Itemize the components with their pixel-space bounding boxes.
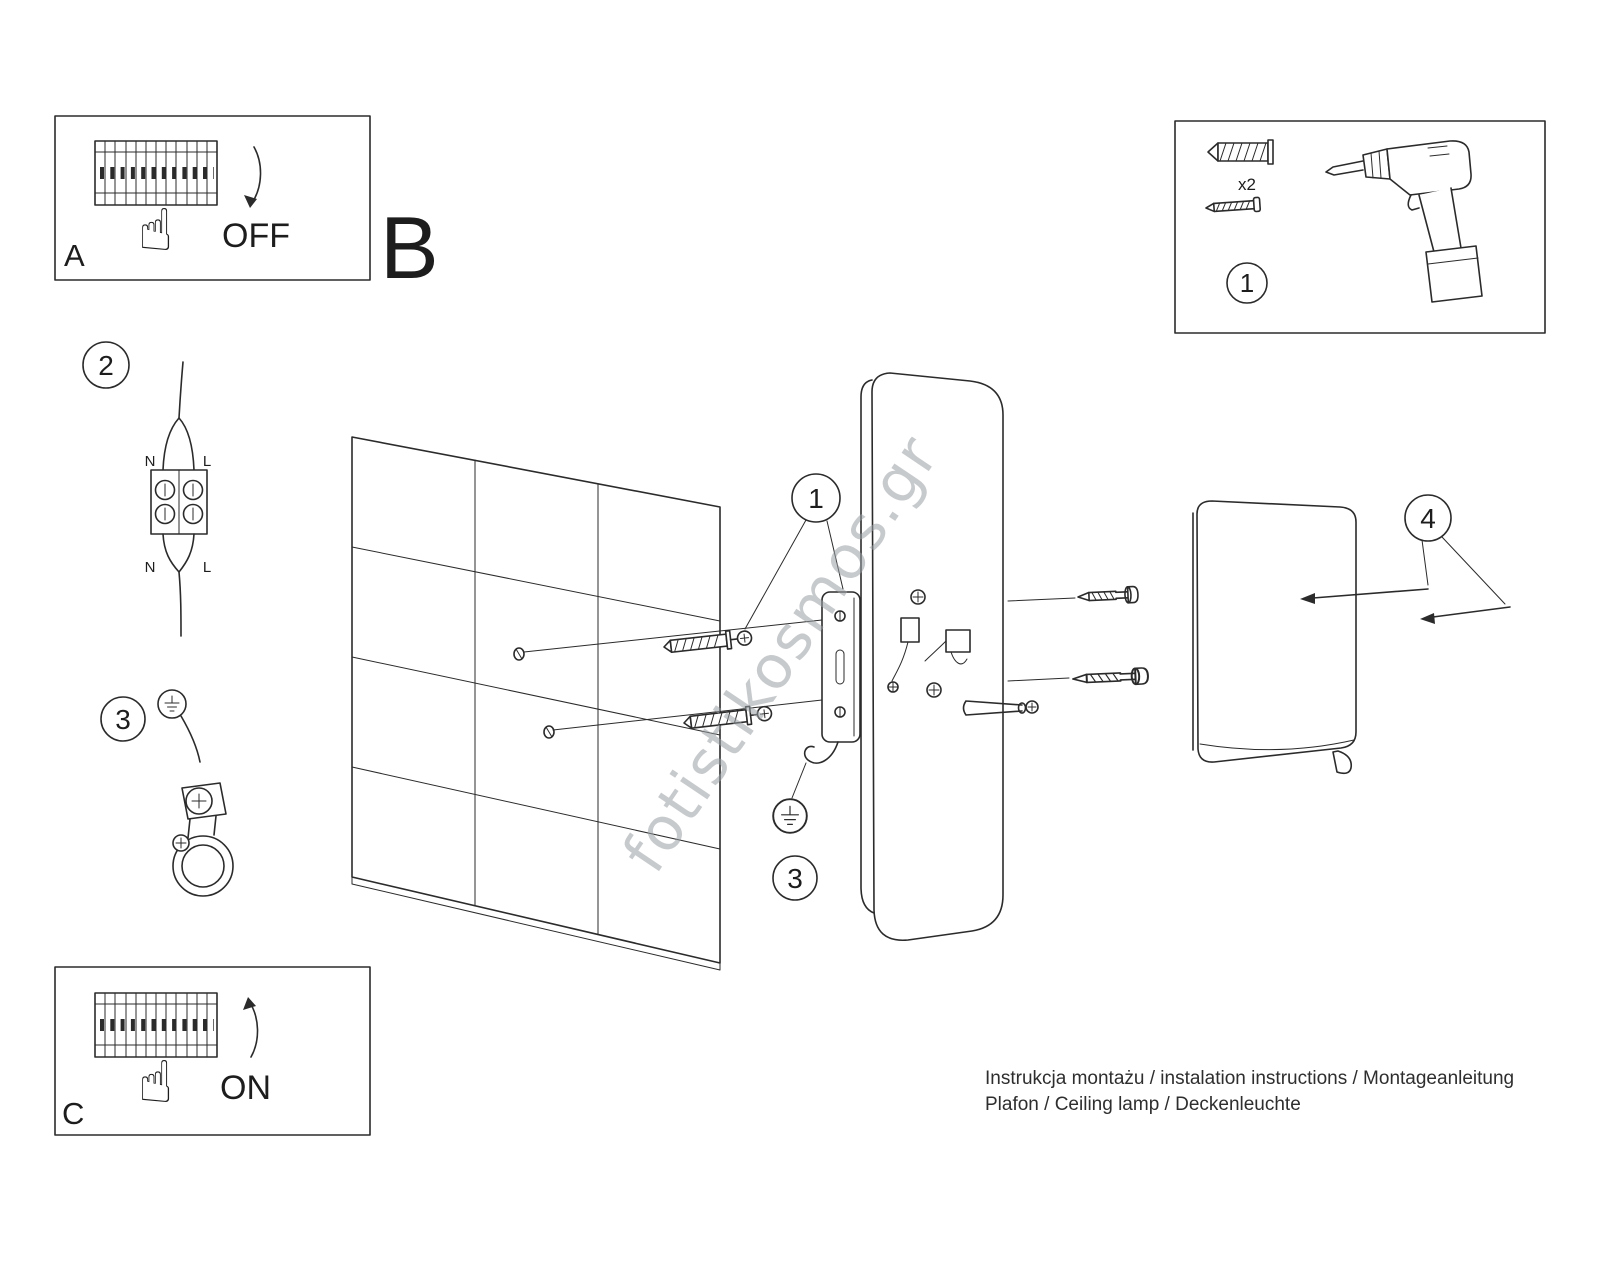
step2-wiring-diagram: 2 N L N L xyxy=(82,341,211,637)
mounting-bracket-drawing xyxy=(821,591,861,743)
footer-line-2: Plafon / Ceiling lamp / Deckenleuchte xyxy=(985,1094,1301,1115)
lamp-back-panel-drawing xyxy=(860,372,1039,941)
wire-label-l-bottom: L xyxy=(203,559,211,576)
mount-arrow-2 xyxy=(1420,606,1511,624)
earth-hook-wire xyxy=(803,741,839,764)
off-arrow-icon xyxy=(244,146,262,208)
lamp-shade-drawing xyxy=(1192,500,1357,775)
earth-wire xyxy=(180,715,201,763)
screw-axis-lines xyxy=(1007,597,1076,682)
earth-clamp-drawing xyxy=(172,782,234,897)
parts-box-step-number: 1 xyxy=(1240,268,1254,298)
callout-3-circle-left xyxy=(100,696,146,742)
screw-drawing xyxy=(1205,196,1262,213)
wire-merge-bottom xyxy=(162,533,195,573)
tiled-wall-drawing xyxy=(351,436,721,971)
wire-label-l-top: L xyxy=(203,453,211,470)
section-a-letter: A xyxy=(64,238,85,273)
callout-2-number: 2 xyxy=(98,350,114,381)
earth-leader xyxy=(791,762,807,799)
section-a-frame xyxy=(54,115,371,281)
exploded-view: 1 3 xyxy=(351,372,1511,971)
callout-2-circle xyxy=(82,341,130,389)
alignment-axis-lines xyxy=(523,619,823,731)
parts-box-step-circle xyxy=(1226,262,1268,304)
breaker-panel-drawing xyxy=(94,140,218,206)
earth-symbol-icon-main xyxy=(772,798,808,834)
on-label: ON xyxy=(220,1069,271,1107)
off-label: OFF xyxy=(222,217,290,255)
footer-line-1: Instrukcja montażu / instalation instruc… xyxy=(985,1068,1514,1089)
section-c-letter: C xyxy=(62,1096,84,1131)
drill-icon xyxy=(1325,140,1483,303)
wire-label-n-top: N xyxy=(145,453,156,470)
callout-1-leaders xyxy=(744,519,844,630)
fixing-pin-drawing xyxy=(962,700,1039,716)
section-b-letter: B xyxy=(380,198,439,297)
breaker-panel-drawing-c xyxy=(94,992,218,1058)
pointing-hand-icon: ☝ xyxy=(138,196,173,264)
parts-box: x2 1 xyxy=(1174,120,1546,334)
section-c-frame xyxy=(54,966,371,1136)
wall-plug-drawing xyxy=(1207,139,1274,165)
supply-wire-top xyxy=(178,361,184,419)
callout-1-circle xyxy=(791,473,841,523)
on-arrow-icon xyxy=(243,997,259,1058)
wire-label-n-bottom: N xyxy=(145,559,156,576)
wall-hole-marks xyxy=(513,647,555,739)
wire-split-top xyxy=(162,417,195,471)
fixing-screw-1 xyxy=(1077,585,1139,604)
section-c-power-on: ☝ ON C xyxy=(54,966,371,1136)
parts-box-frame xyxy=(1174,120,1546,334)
callout-3-circle-main xyxy=(772,855,818,901)
callout-1-number: 1 xyxy=(808,483,824,514)
wall-plug-screw-1 xyxy=(663,629,753,653)
lamp-wire-bottom xyxy=(178,571,182,637)
anchor-quantity-label: x2 xyxy=(1238,175,1256,194)
section-a-power-off: ☝ OFF A xyxy=(54,115,371,281)
pointing-hand-icon-c: ☝ xyxy=(138,1048,173,1116)
callout-4-circle xyxy=(1404,494,1452,542)
callout-4-leaders xyxy=(1421,536,1506,605)
fixing-screw-2 xyxy=(1072,667,1149,686)
wall-plug-screw-2 xyxy=(683,705,773,729)
earth-symbol-icon xyxy=(157,689,187,719)
terminal-block-drawing xyxy=(150,469,208,535)
callout-3-number-main: 3 xyxy=(787,863,803,894)
mount-arrow-1 xyxy=(1300,588,1429,604)
callout-3-number-left: 3 xyxy=(115,704,131,735)
callout-4-number: 4 xyxy=(1420,503,1436,534)
step3-earth-diagram: 3 xyxy=(100,689,234,897)
